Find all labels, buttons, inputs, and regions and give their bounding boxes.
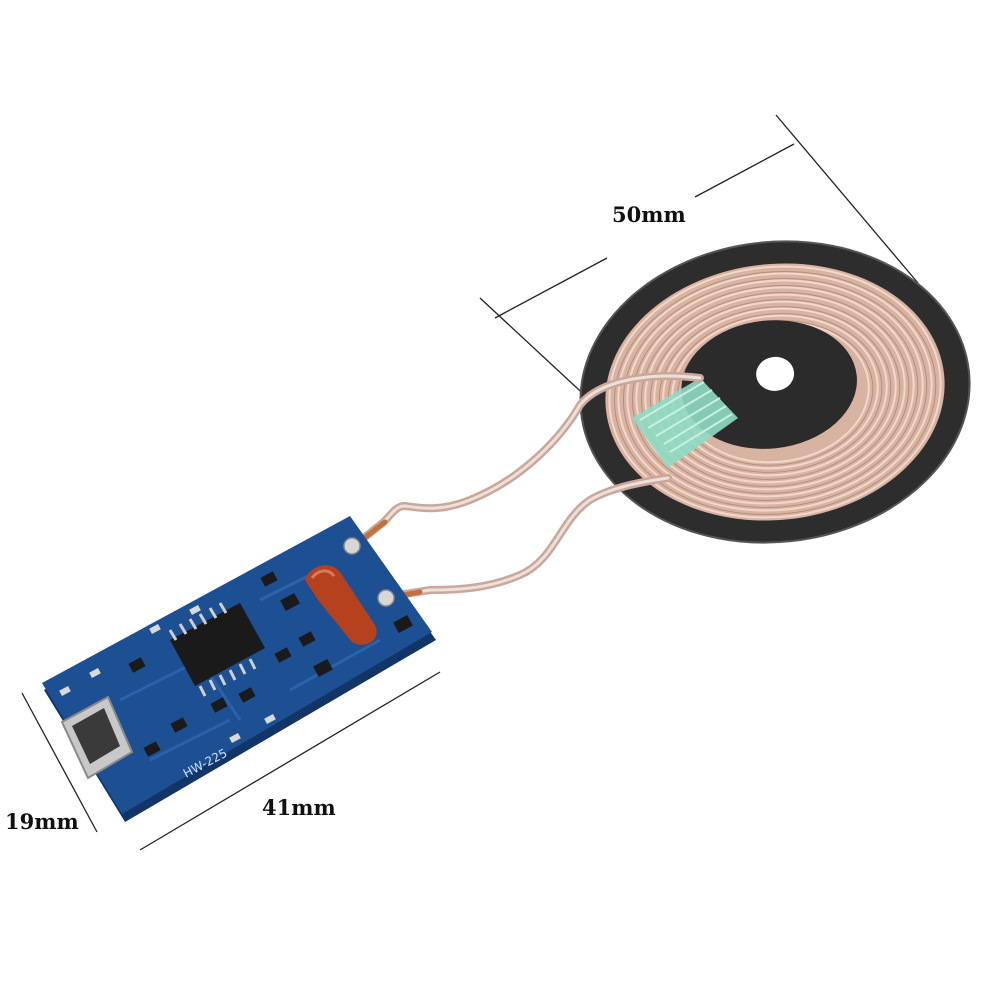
coil-lead-tape — [632, 378, 738, 468]
micro-usb-port — [60, 695, 134, 780]
wireless-coil — [579, 240, 971, 544]
solder-pad-upper — [343, 537, 361, 555]
board-width-label: 19mm — [5, 809, 79, 834]
board-length-label: 41mm — [262, 795, 336, 820]
dimension-lines — [21, 114, 919, 851]
film-capacitor — [305, 565, 377, 645]
pcb-board: HW-225 — [42, 516, 436, 822]
solder-pads — [343, 537, 395, 607]
coil-dimension-extension-left — [479, 297, 593, 403]
copper-turn-shadows — [613, 270, 937, 516]
ic-chip — [168, 602, 265, 697]
smd-resistors — [59, 605, 276, 743]
coil-dimension-line-lower — [494, 257, 608, 319]
copper-turns — [608, 265, 942, 519]
coil-diameter-label: 50mm — [612, 202, 686, 227]
board-length-dimension-line — [139, 671, 441, 851]
wire-upper-highlight — [353, 374, 702, 547]
solder-pad-lower — [377, 589, 395, 607]
coil-dimension-line-upper — [694, 143, 795, 198]
board-width-dimension-line — [21, 692, 98, 833]
center-hole — [756, 356, 795, 391]
wire-lower-highlight — [384, 476, 670, 599]
ferrite-disc-rim — [579, 240, 971, 544]
smd-components — [128, 571, 413, 757]
coil-dimension-extension-right — [775, 114, 919, 284]
